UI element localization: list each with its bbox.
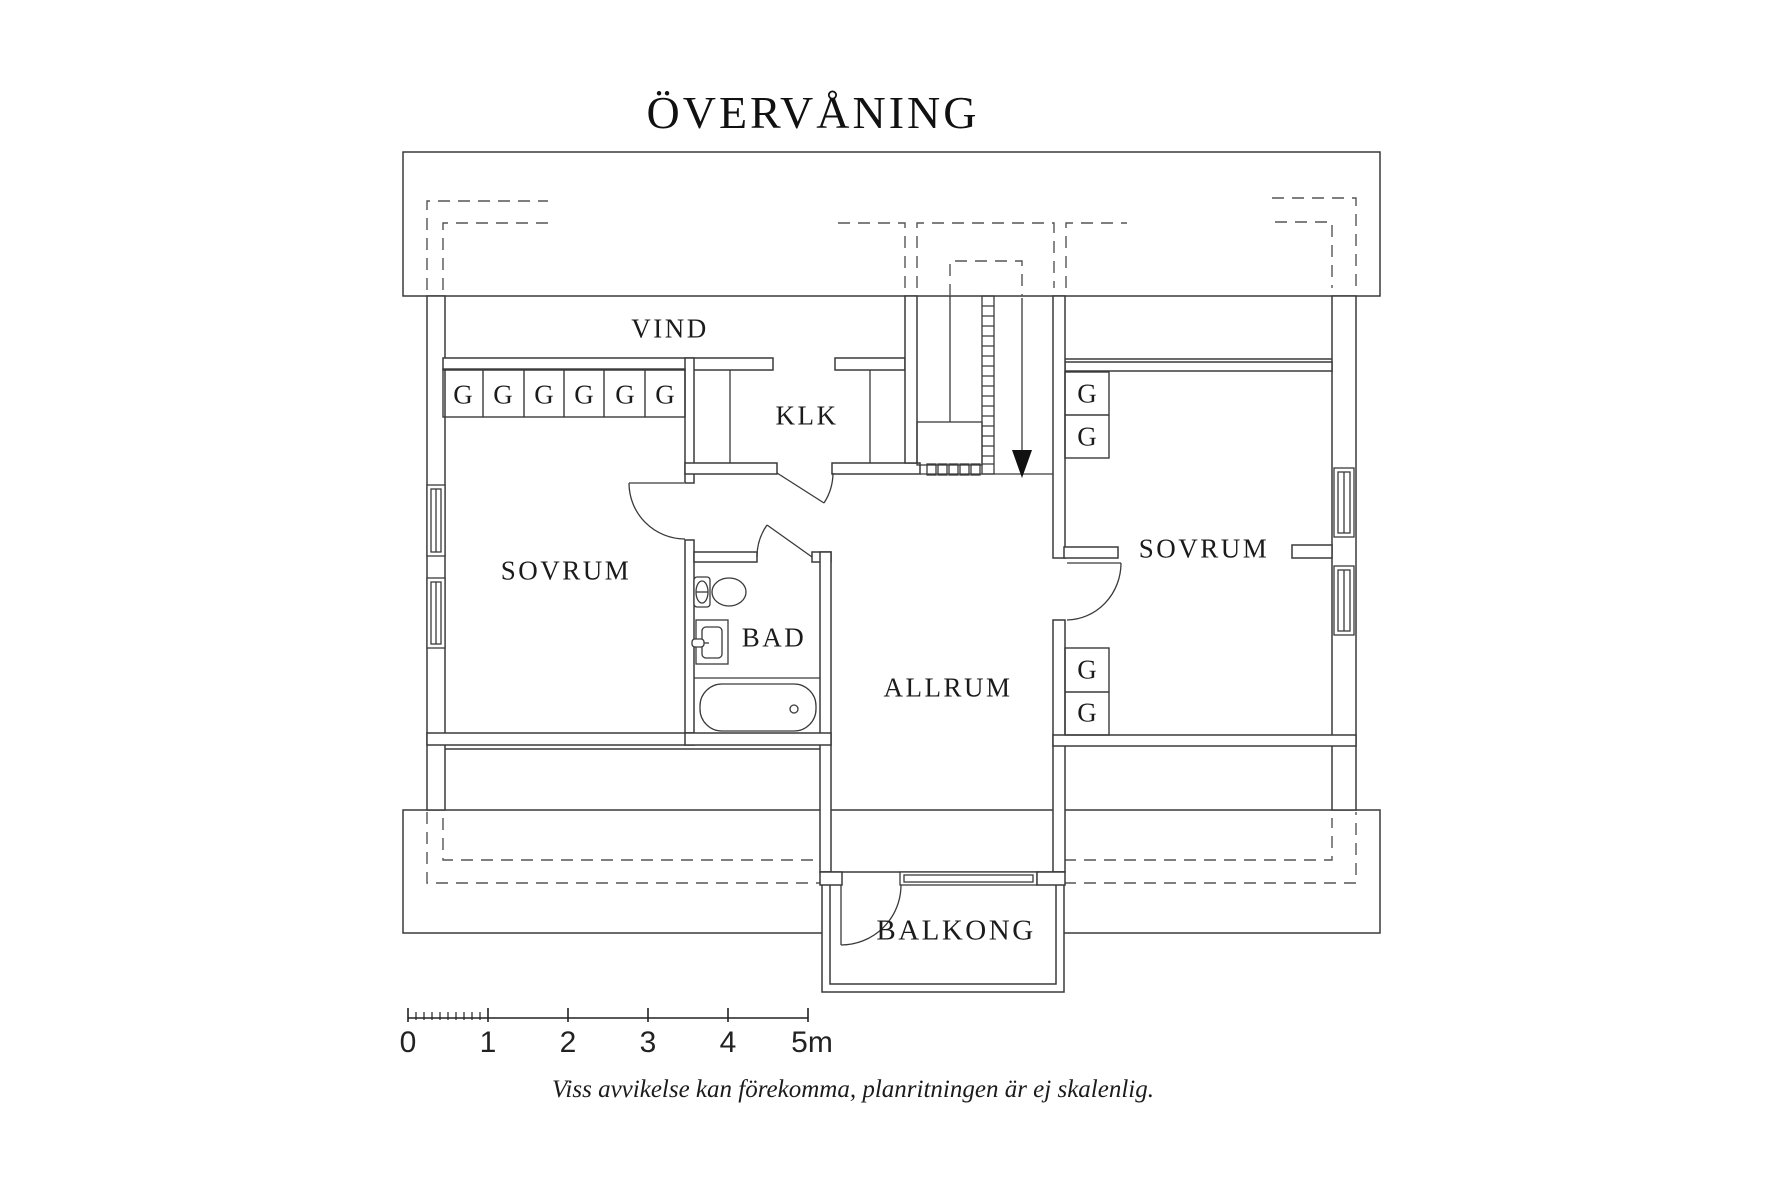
wardrobe-label: G: [1077, 378, 1097, 409]
scale-label-4: 4: [719, 1026, 737, 1059]
wardrobe-label: G: [453, 379, 473, 410]
staircase: [916, 295, 1053, 478]
wardrobe-units: [442, 368, 1110, 736]
room-label-sovrum-left: SOVRUM: [500, 555, 632, 586]
stair-down-arrow-icon: [1012, 298, 1032, 478]
dashed-rooflines: [426, 197, 1357, 884]
door-sovrum-left: [628, 482, 686, 540]
window-icon: [1333, 467, 1355, 538]
klk-bottom-wall-right: [831, 462, 921, 475]
vind-wall-left: [442, 357, 774, 371]
door-klk: [776, 472, 834, 504]
wardrobe-label: G: [534, 379, 554, 410]
toilet-icon: [693, 576, 747, 608]
sink-icon: [691, 619, 729, 665]
window-icon: [426, 577, 446, 649]
roofline-bottom-left-inner: [442, 818, 822, 861]
room-label-sovrum-right: SOVRUM: [1138, 533, 1270, 564]
sovrum-right-left-wall-upper: [1052, 295, 1066, 559]
roofline-top-left-outer: [426, 200, 548, 290]
scale-label-3: 3: [639, 1026, 657, 1059]
allrum-bottom-wall-right: [1036, 871, 1066, 886]
klk-partitions: [729, 370, 871, 463]
scale-minor-ticks: [415, 1012, 481, 1020]
roofline-bottom-right-inner: [1064, 818, 1333, 861]
door-bad: [756, 524, 813, 558]
wardrobe-label: G: [1077, 654, 1097, 685]
stair-shaft-wall: [904, 295, 918, 464]
window-icon: [426, 484, 446, 557]
doors: [628, 472, 1122, 621]
windows: [426, 467, 1355, 649]
right-exterior-wall: [1331, 295, 1357, 811]
room-label-allrum: ALLRUM: [883, 672, 1013, 703]
wardrobe-label: G: [655, 379, 675, 410]
interior-walls: [426, 295, 1357, 873]
roofline-top-mid-right: [1065, 222, 1127, 288]
balcony-outline: [821, 871, 1065, 993]
sovrum-right-top-wall: [1064, 361, 1333, 372]
wardrobe-label: G: [493, 379, 513, 410]
right-wall-stub: [1291, 544, 1333, 559]
scale-major-ticks: [407, 1008, 809, 1022]
stair-treads: [982, 305, 994, 465]
scale-label-0: 0: [399, 1026, 417, 1059]
stair-landing: [916, 421, 983, 466]
scale-label-1: 1: [479, 1026, 497, 1059]
disclaimer-text: Viss avvikelse kan förekomma, planritnin…: [552, 1076, 1154, 1103]
wardrobe-label: G: [574, 379, 594, 410]
bathtub-icon: [699, 683, 817, 732]
bad-left-wall: [684, 539, 695, 734]
roofline-top-left-inner: [442, 222, 548, 290]
roofline-top-right-outer: [1272, 197, 1357, 288]
wardrobe-label: G: [615, 379, 635, 410]
room-label-vind: VIND: [631, 313, 709, 344]
roofline-top-mid: [916, 222, 1055, 288]
scale-label-2: 2: [559, 1026, 577, 1059]
door-sovrum-right: [1066, 562, 1122, 621]
sovrum-right-door-stub: [1063, 546, 1119, 559]
roofline-bottom-left-outer: [426, 812, 822, 884]
roofline-top-mid-left: [837, 222, 906, 288]
wardrobe-label: G: [1077, 697, 1097, 728]
room-label-balkong: BALKONG: [876, 914, 1036, 947]
scale-label-5m: 5m: [791, 1026, 833, 1059]
room-label-bad: BAD: [741, 622, 807, 653]
allrum-left-wall: [819, 551, 832, 873]
vind-wall-right: [834, 357, 906, 371]
page-title: ÖVERVÅNING: [646, 87, 980, 138]
sovrum-left-wall-upper: [684, 357, 695, 484]
room-label-klk: KLK: [775, 400, 839, 431]
bathroom-fixtures: [691, 576, 820, 732]
roofline-top-right-inner: [1275, 221, 1333, 288]
balcony: [819, 871, 1066, 993]
top-roof-band: [402, 151, 1381, 297]
door-balkong: [840, 884, 902, 946]
window-icon: [1333, 565, 1355, 636]
stair-tread-strip: [981, 295, 995, 475]
roofline-bottom-right-outer: [1064, 812, 1357, 884]
sovrum-left-bottom-wall: [426, 732, 695, 746]
bad-bottom-wall: [684, 732, 832, 746]
bad-top-wall-left: [693, 551, 758, 563]
roofline-stairwell-head: [949, 260, 1023, 296]
balcony-window: [899, 871, 1038, 886]
allrum-bottom-wall-corner: [819, 871, 843, 886]
wardrobe-label: G: [1077, 421, 1097, 452]
balcony-railing: [829, 885, 1057, 985]
sovrum-right-bottom-wall: [1052, 734, 1357, 747]
klk-bottom-wall-left: [684, 462, 778, 475]
scale-bar: [407, 1008, 809, 1022]
